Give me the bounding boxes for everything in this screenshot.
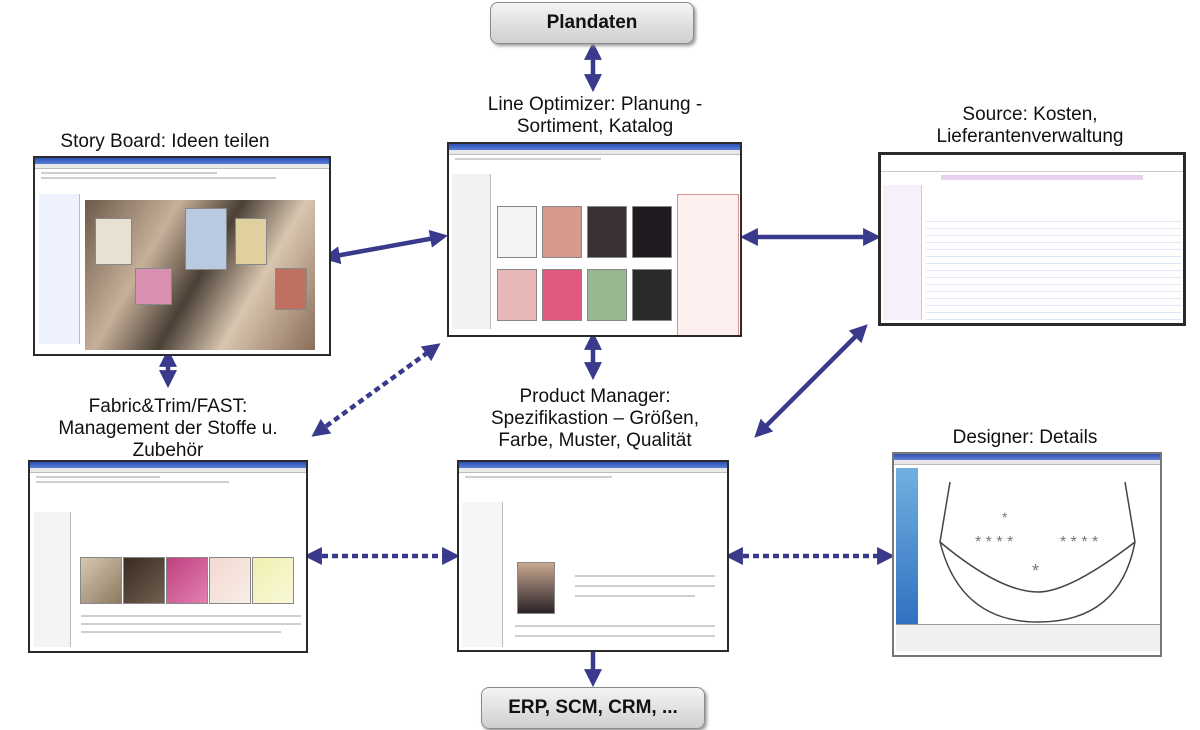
svg-text:*: * — [1032, 561, 1039, 581]
plandaten-box: Plandaten — [490, 2, 694, 44]
story-board-title: Story Board: Ideen teilen — [60, 131, 270, 152]
designer-title: Designer: Details — [952, 427, 1098, 448]
line-optimizer-screenshot — [447, 142, 742, 337]
arrow-source-product — [754, 324, 868, 438]
plandaten-label: Plandaten — [546, 12, 638, 33]
designer-screenshot: * * * * * * * * * * — [892, 452, 1162, 657]
svg-text:*: * — [1002, 509, 1008, 525]
product-manager-screenshot — [457, 460, 729, 652]
source-title: Source: Kosten, Lieferantenverwaltung — [936, 104, 1124, 147]
erp-label: ERP, SCM, CRM, ... — [508, 697, 678, 718]
line-optimizer-title: Line Optimizer: Planung - Sortiment, Kat… — [487, 94, 703, 137]
source-screenshot — [878, 152, 1186, 326]
fabric-title: Fabric&Trim/FAST: Management der Stoffe … — [58, 396, 278, 461]
product-manager-title: Product Manager: Spezifikastion – Größen… — [490, 386, 700, 451]
erp-box: ERP, SCM, CRM, ... — [481, 687, 705, 729]
arrow-fabric-lineopt — [311, 343, 441, 437]
svg-text:* * * *: * * * * — [975, 534, 1013, 551]
arrow-story-lineopt — [322, 229, 448, 265]
fabric-screenshot — [28, 460, 308, 653]
story-board-screenshot — [33, 156, 331, 356]
svg-text:* * * *: * * * * — [1060, 534, 1098, 551]
